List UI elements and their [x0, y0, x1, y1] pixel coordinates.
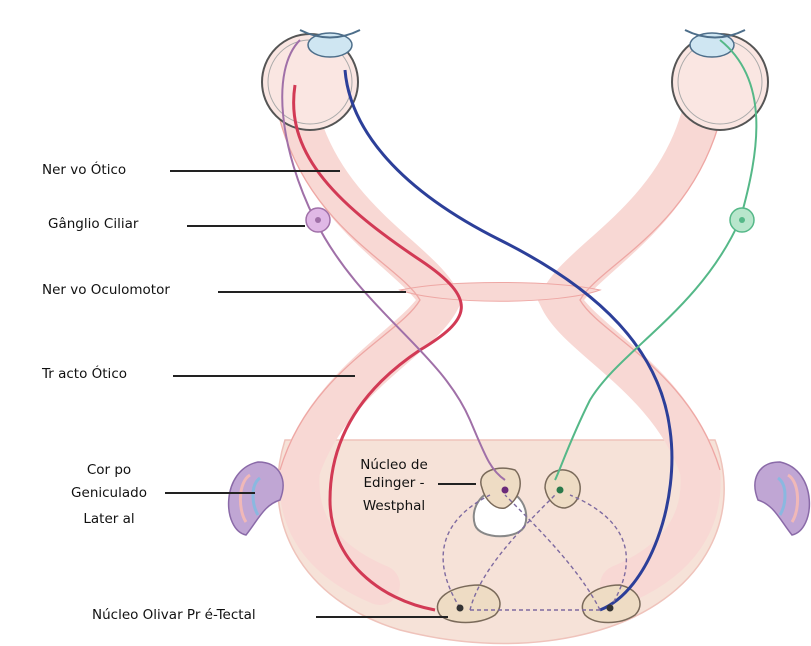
lgn-leader [165, 492, 255, 494]
label-optic-tract: Tr acto Ótico [42, 368, 127, 382]
left-ew-neuron [502, 487, 509, 494]
left-lateral-geniculate-body [229, 462, 283, 535]
label-oculomotor-nerve: Ner vo Oculomotor [42, 284, 170, 298]
label-pretectal-nucleus: Núcleo Olivar Pr é-Tectal [92, 609, 256, 623]
pretectal-leader [316, 616, 448, 618]
label-lgn-line3: Later al [66, 513, 152, 527]
ew-leader [438, 483, 476, 485]
label-ew-line3: Westphal [350, 500, 438, 514]
label-ciliary-ganglion: Gânglio Ciliar [48, 218, 138, 232]
oculomotor-nerve-leader [218, 291, 406, 293]
label-lgn-line1: Cor po [66, 464, 152, 478]
left-pretectal-neuron [457, 605, 464, 612]
right-ew-neuron [557, 487, 564, 494]
ciliary-ganglion-leader [187, 225, 305, 227]
label-lgn-line2: Geniculado [66, 487, 152, 501]
right-eye [672, 30, 768, 130]
optic-tract-leader [173, 375, 355, 377]
optic-nerve-leader [170, 170, 340, 172]
label-optic-nerve: Ner vo Ótico [42, 164, 126, 178]
label-ew-line2: Edinger - [350, 477, 438, 491]
right-lateral-geniculate-body [755, 462, 809, 535]
right-pretectal-neuron [607, 605, 614, 612]
right-ciliary-ganglion-core [739, 217, 745, 223]
left-ciliary-ganglion-core [315, 217, 321, 223]
label-ew-line1: Núcleo de [350, 459, 438, 473]
